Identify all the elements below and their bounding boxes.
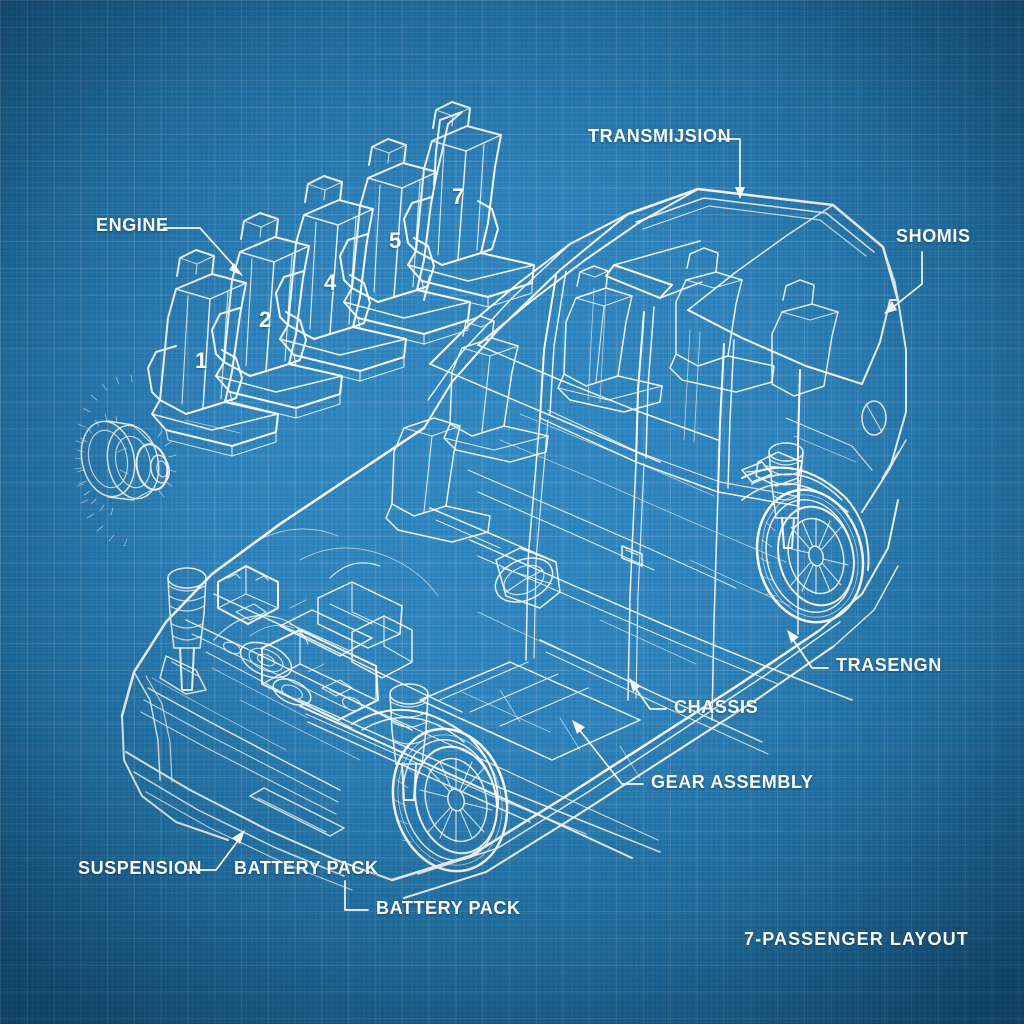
- callout-suspension[interactable]: SUSPENSION: [78, 858, 202, 879]
- callout-chassis-label: CHASSIS: [674, 697, 759, 717]
- rear-strut: [741, 442, 804, 549]
- front-wheel: [391, 727, 509, 873]
- seat-number-2: 2: [259, 307, 272, 332]
- callout-transmission[interactable]: TRANSMIJSION: [588, 126, 731, 147]
- callout-trasengn[interactable]: TRASENGN: [836, 655, 942, 676]
- interior-seat-c: [669, 247, 775, 393]
- callout-chassis[interactable]: CHASSIS: [674, 697, 758, 718]
- callout-battery-pack-1[interactable]: BATTERY PACK: [234, 858, 379, 879]
- interior-seat-d: [771, 279, 839, 397]
- engine-bay: [167, 562, 463, 801]
- callout-transmission-label: TRANSMIJSION: [588, 126, 732, 146]
- rear-wheel: [741, 442, 865, 624]
- diagram-caption: 7-PASSENGER LAYOUT: [744, 929, 969, 949]
- callout-battery-pack-1-label: BATTERY PACK: [234, 858, 379, 878]
- seat-number-1: 1: [195, 348, 208, 373]
- seat-4: [339, 138, 471, 345]
- gear-assembly-part: [74, 374, 177, 547]
- chassis-frame: [299, 639, 769, 859]
- seat-number-4: 4: [324, 270, 337, 295]
- seat-number-5: 5: [389, 228, 402, 253]
- callout-shomis-label: SHOMIS: [896, 226, 971, 246]
- callout-battery-pack-2[interactable]: BATTERY PACK: [376, 898, 521, 919]
- callout-shomis[interactable]: SHOMIS: [896, 226, 971, 247]
- seat-number-7: 7: [452, 184, 465, 209]
- seat-7: [423, 111, 463, 301]
- callout-engine[interactable]: ENGINE: [96, 215, 169, 236]
- callout-trasengn-label: TRASENGN: [836, 655, 942, 675]
- callout-suspension-label: SUSPENSION: [78, 858, 203, 878]
- interior-seat-driver: [385, 417, 491, 543]
- interior-seat-a: [443, 315, 549, 463]
- front-strut-left: [167, 567, 207, 691]
- callout-engine-label: ENGINE: [96, 215, 169, 235]
- callout-battery-pack-2-label: BATTERY PACK: [376, 898, 521, 918]
- seat-row-exploded: [147, 101, 535, 457]
- vehicle-interior: [385, 247, 873, 609]
- callout-gear-assembly[interactable]: GEAR ASSEMBLY: [651, 772, 814, 793]
- detail-lines: [257, 528, 791, 665]
- interior-seat-b: [557, 265, 663, 413]
- callout-gear-assembly-label: GEAR ASSEMBLY: [651, 772, 814, 792]
